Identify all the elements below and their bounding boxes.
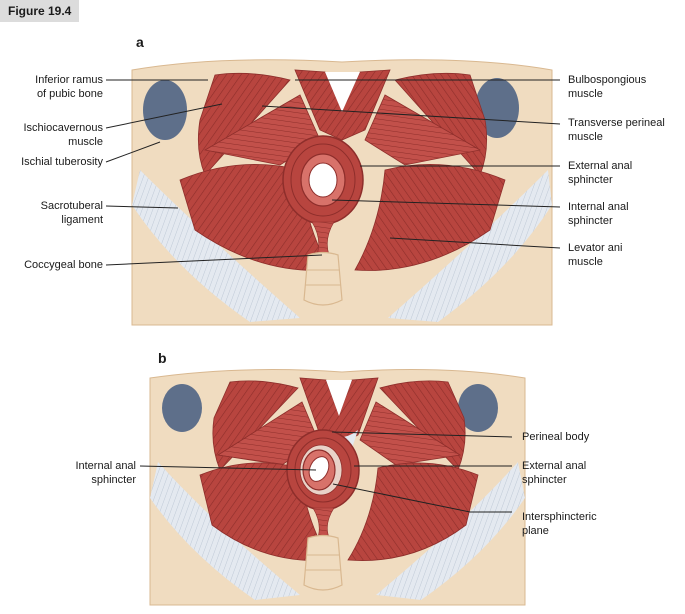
label-ischial-tuberosity: Ischial tuberosity [21,156,103,168]
leader-internal-anal-b [139,465,317,471]
leader-levator-ani [389,237,561,249]
leader-transverse-perineal [261,105,561,125]
fat-pad-left-b [162,384,202,432]
label-bulbospongious-line1: Bulbospongious [568,74,647,86]
label-bulbospongious-line2: muscle [568,88,603,100]
label-internal-anal-b-line1: Internal anal [75,460,136,472]
panel-a-illustration [131,59,553,326]
leader-ischiocavernous [105,103,223,129]
vaginal-opening-a [325,72,360,112]
label-external-anal-a: External anal sphincter [568,159,632,187]
label-external-anal-b-line2: sphincter [522,474,567,486]
levator-ani-right-a [354,164,506,271]
label-intersphincteric-line2: plane [522,525,549,537]
label-sacrotuberal-line1: Sacrotuberal [40,200,103,212]
fat-pad-left-a [143,80,187,140]
label-internal-anal-b-line2: sphincter [91,474,136,486]
label-coccygeal-bone: Coccygeal bone [24,259,103,271]
label-inferior-ramus: Inferior ramus of pubic bone [35,73,103,101]
label-external-anal-b-line1: External anal [522,460,587,472]
panel-b-illustration [149,369,526,606]
label-internal-anal-a-line2: sphincter [568,215,613,227]
transverse-perineal-right-a [364,94,482,166]
panel-a-letter: a [136,34,144,50]
label-external-anal-a-line1: External anal [568,160,633,172]
leader-sacrotuberal [105,205,179,209]
coccyx-a [303,251,343,306]
label-ischiocavernous-line2: muscle [68,136,103,148]
label-internal-anal-b: Internal anal sphincter [75,459,136,487]
figure-tag: Figure 19.4 [0,0,80,22]
label-intersphincteric-line1: Intersphincteric [522,511,597,523]
vaginal-opening-b [326,380,352,416]
label-ischiocavernous-line1: Ischiocavernous [23,122,104,134]
panel-b-leader-lines [139,431,513,513]
label-transverse-perineal: Transverse perineal muscle [568,116,665,144]
label-transverse-perineal-line2: muscle [568,131,603,143]
fat-pad-right-a [475,78,519,138]
panel-a-leader-lines [105,79,561,266]
sacrotuberal-ligament-right-a [388,170,552,322]
anal-opening-a [308,162,338,198]
label-sacrotuberal-line2: ligament [61,214,103,226]
label-sacrotuberal: Sacrotuberal ligament [41,199,103,227]
label-levator-ani-line1: Levator ani [568,242,623,254]
label-internal-anal-a-line1: Internal anal [568,201,629,213]
label-intersphincteric: Intersphincteric plane [522,510,597,538]
label-external-anal-b: External anal sphincter [522,459,586,487]
fat-pad-right-b [458,384,498,432]
leader-perineal-body [331,431,513,438]
label-levator-ani: Levator ani muscle [568,241,622,269]
levator-ani-right-b [347,462,479,561]
label-levator-ani-line2: muscle [568,256,603,268]
transverse-perineal-right-b [359,401,462,466]
label-bulbospongious: Bulbospongious muscle [568,73,646,101]
leader-intersphincteric [332,483,512,513]
label-transverse-perineal-line1: Transverse perineal [568,117,665,129]
label-ischiocavernous: Ischiocavernous muscle [24,121,104,149]
label-internal-anal-a: Internal anal sphincter [568,200,629,228]
leader-ischial-tuberosity [105,141,161,163]
leader-coccygeal [105,254,323,266]
label-inferior-ramus-line2: of pubic bone [36,88,103,100]
label-inferior-ramus-line1: Inferior ramus [35,74,103,86]
label-external-anal-a-line2: sphincter [568,174,613,186]
panel-b-letter: b [158,350,167,366]
leader-internal-anal-a [331,199,561,208]
label-perineal-body: Perineal body [522,431,590,443]
coccyx-b [303,534,343,591]
anal-opening-b [308,456,330,482]
